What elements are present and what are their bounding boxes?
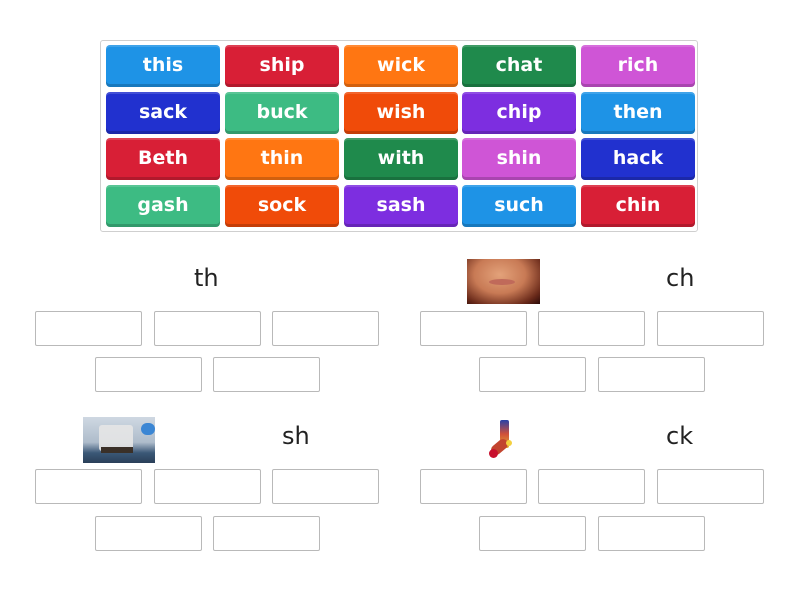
word-tile-shin[interactable]: shin bbox=[462, 138, 576, 180]
drop-slot-sh-3[interactable] bbox=[272, 469, 379, 504]
face-chin-image bbox=[467, 259, 540, 304]
word-tile-ship[interactable]: ship bbox=[225, 45, 339, 87]
word-tile-sock[interactable]: sock bbox=[225, 185, 339, 227]
group-label-ch: ch bbox=[666, 264, 695, 292]
word-tile-wish[interactable]: wish bbox=[344, 92, 458, 134]
drop-slot-th-2[interactable] bbox=[154, 311, 261, 346]
word-tile-thin[interactable]: thin bbox=[225, 138, 339, 180]
word-tile-with[interactable]: with bbox=[344, 138, 458, 180]
drop-slot-ck-5[interactable] bbox=[598, 516, 705, 551]
word-tile-sack[interactable]: sack bbox=[106, 92, 220, 134]
group-label-th: th bbox=[194, 264, 219, 292]
drop-slot-ch-2[interactable] bbox=[538, 311, 645, 346]
word-tile-then[interactable]: then bbox=[581, 92, 695, 134]
word-tile-chin[interactable]: chin bbox=[581, 185, 695, 227]
drop-slot-sh-2[interactable] bbox=[154, 469, 261, 504]
ship-image bbox=[83, 417, 155, 463]
word-tile-chat[interactable]: chat bbox=[462, 45, 576, 87]
drop-slot-th-4[interactable] bbox=[95, 357, 202, 392]
drop-slot-sh-5[interactable] bbox=[213, 516, 320, 551]
group-label-sh: sh bbox=[282, 422, 310, 450]
word-tile-chip[interactable]: chip bbox=[462, 92, 576, 134]
drop-slot-th-5[interactable] bbox=[213, 357, 320, 392]
word-tile-beth[interactable]: Beth bbox=[106, 138, 220, 180]
word-tile-wick[interactable]: wick bbox=[344, 45, 458, 87]
drop-slot-ch-4[interactable] bbox=[479, 357, 586, 392]
word-tile-buck[interactable]: buck bbox=[225, 92, 339, 134]
drop-slot-ch-1[interactable] bbox=[420, 311, 527, 346]
sock-image bbox=[488, 420, 514, 464]
word-tile-hack[interactable]: hack bbox=[581, 138, 695, 180]
word-tile-gash[interactable]: gash bbox=[106, 185, 220, 227]
drop-slot-th-1[interactable] bbox=[35, 311, 142, 346]
word-tile-such[interactable]: such bbox=[462, 185, 576, 227]
word-tile-rich[interactable]: rich bbox=[581, 45, 695, 87]
word-tile-sash[interactable]: sash bbox=[344, 185, 458, 227]
drop-slot-th-3[interactable] bbox=[272, 311, 379, 346]
drop-slot-ch-3[interactable] bbox=[657, 311, 764, 346]
drop-slot-ck-1[interactable] bbox=[420, 469, 527, 504]
group-label-ck: ck bbox=[666, 422, 694, 450]
word-tile-this[interactable]: this bbox=[106, 45, 220, 87]
drop-slot-ch-5[interactable] bbox=[598, 357, 705, 392]
drop-slot-sh-1[interactable] bbox=[35, 469, 142, 504]
drop-slot-sh-4[interactable] bbox=[95, 516, 202, 551]
drop-slot-ck-4[interactable] bbox=[479, 516, 586, 551]
drop-slot-ck-3[interactable] bbox=[657, 469, 764, 504]
drop-slot-ck-2[interactable] bbox=[538, 469, 645, 504]
